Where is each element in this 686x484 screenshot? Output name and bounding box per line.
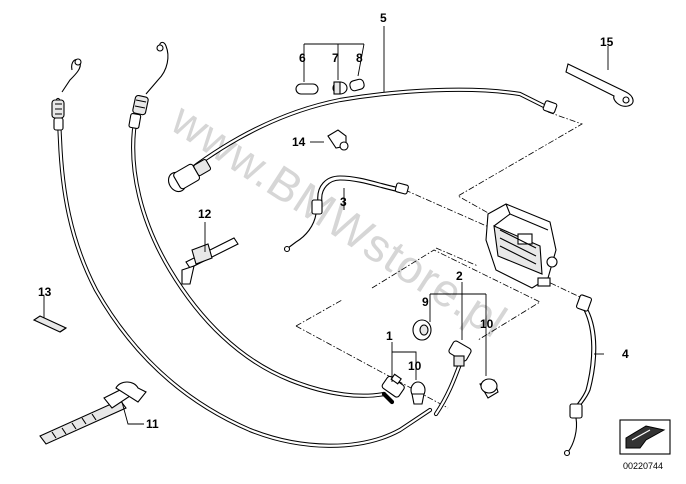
callout-10-left: 10: [408, 359, 422, 373]
callout-6: 6: [299, 51, 306, 65]
bowden-cable-right: [128, 41, 405, 405]
callout-10-right: 10: [480, 317, 494, 331]
callout-12: 12: [198, 207, 212, 221]
bracket-part-15: [565, 63, 634, 107]
callout-7: 7: [332, 51, 339, 65]
callout-11: 11: [146, 417, 159, 431]
callout-14: 14: [292, 135, 306, 149]
bowden-cable-left: [51, 58, 433, 448]
clip-part-14: [327, 129, 349, 151]
reference-lines: [295, 111, 583, 409]
callout-9: 9: [422, 295, 429, 309]
small-parts-6-7-8: [295, 78, 365, 95]
cable-part-5: [167, 87, 558, 193]
callout-3: 3: [340, 195, 347, 209]
callout-4: 4: [622, 347, 629, 361]
leader-lines: [43, 26, 609, 425]
control-unit: [485, 203, 558, 289]
cable-part-4: [563, 294, 597, 457]
figure-id: 00220744: [623, 461, 663, 471]
cable-part-3: [283, 175, 409, 253]
figure-corner: 00220744: [619, 419, 671, 471]
callout-labels: 5 6 7 8 15 14 3 12 13 2 9 10 1 10 4 11: [38, 11, 629, 431]
callout-5: 5: [380, 11, 387, 25]
sleeve-part-13: [32, 315, 68, 333]
callout-8: 8: [356, 51, 363, 65]
connector-group-2: [410, 319, 499, 417]
callout-13: 13: [38, 285, 52, 299]
callout-15: 15: [600, 35, 614, 49]
cable-tie-part-11: [39, 381, 147, 445]
callout-2: 2: [456, 269, 463, 283]
callout-1: 1: [386, 329, 393, 343]
holder-part-12: [181, 237, 239, 285]
